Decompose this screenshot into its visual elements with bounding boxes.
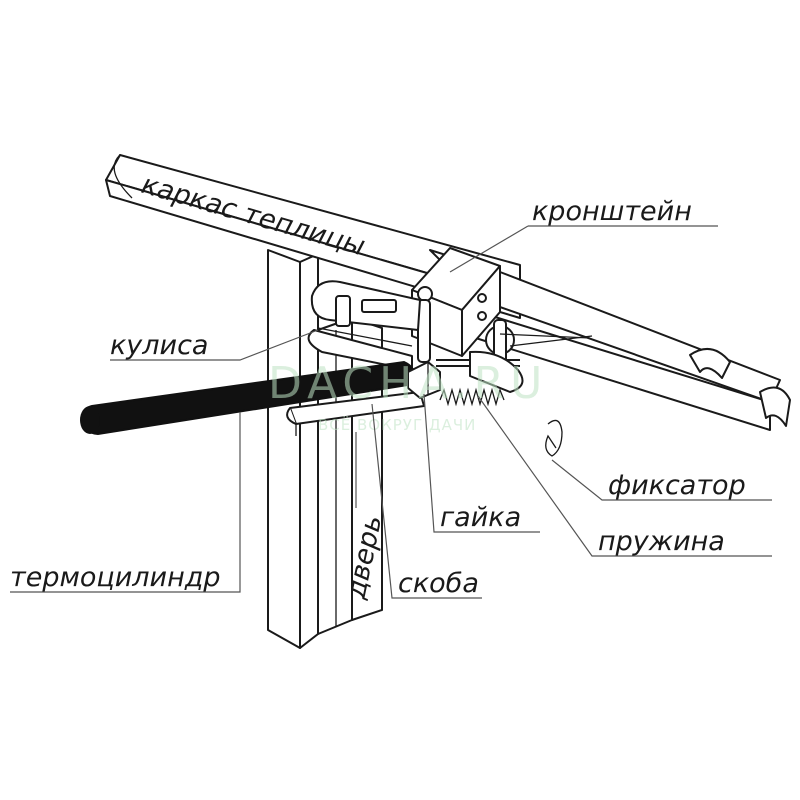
spring [439, 387, 505, 407]
leader-lines [10, 225, 772, 599]
label-rocker: кулиса [110, 330, 208, 361]
watermark-tagline: ВСЁ ВОКРУГ ДАЧИ [318, 415, 476, 434]
frame-vertical-post [267, 249, 319, 649]
clamp [286, 391, 425, 436]
rocker [307, 280, 421, 371]
nut [407, 361, 441, 399]
label-spring: пружина [598, 526, 725, 557]
watermark-brand: DACHA.RU [268, 358, 548, 409]
label-latch: фиксатор [608, 470, 746, 501]
label-nut: гайка [440, 502, 521, 533]
label-clamp: скоба [398, 568, 479, 599]
latch-pin [545, 419, 563, 457]
frame-top-beam [105, 154, 521, 319]
label-cylinder: термоцилиндр [10, 562, 221, 593]
roof-vent-profile [429, 249, 791, 431]
label-bracket: кронштейн [532, 196, 692, 227]
rod-linkage [436, 319, 593, 393]
bracket [411, 247, 501, 363]
